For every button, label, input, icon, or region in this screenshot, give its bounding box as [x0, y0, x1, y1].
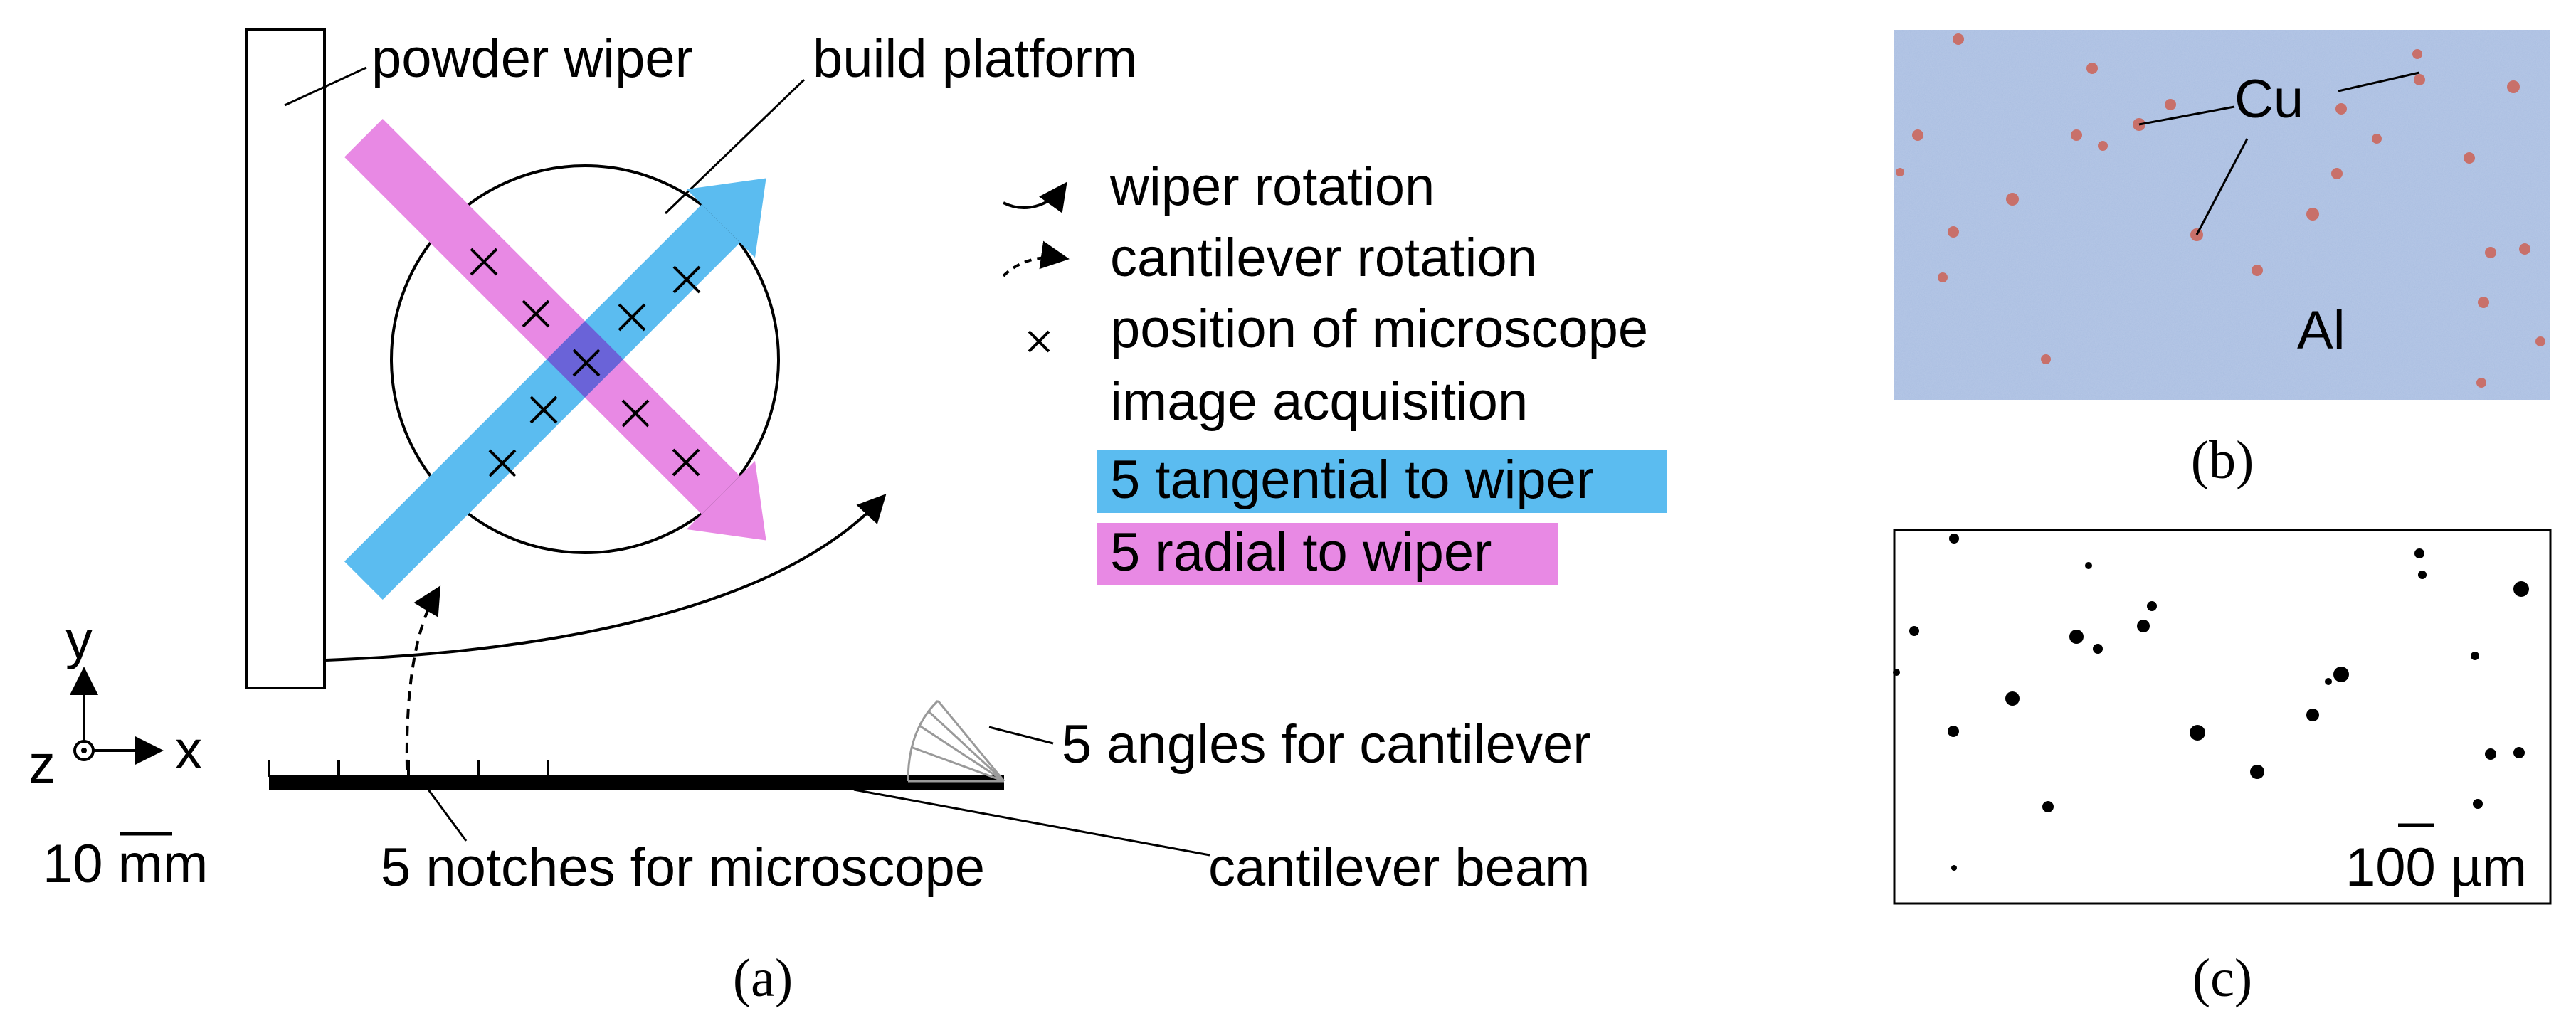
al-label: Al [2297, 300, 2345, 361]
microscope-positions [470, 248, 701, 477]
cantilever-angles-fan [907, 699, 1005, 783]
cantilever-beam [269, 775, 1004, 790]
position-marker [488, 449, 517, 477]
cantilever-beam-label: cantilever beam [1208, 837, 1590, 898]
legend-radial: 5 radial to wiper [1110, 522, 1492, 583]
legend-cantilever-rotation: cantilever rotation [1110, 228, 1537, 288]
cantilever-beam-leader [853, 788, 1210, 857]
scale-bar-100um-label: 100 µm [2345, 837, 2527, 898]
cu-particles [1896, 33, 2545, 388]
position-marker [672, 448, 700, 477]
build-platform-leader [664, 78, 806, 215]
wiper-rotation-icon [1003, 181, 1067, 213]
position-marker [572, 349, 601, 377]
position-marker [618, 303, 646, 332]
notches-leader [427, 789, 468, 842]
band-overlap [547, 321, 623, 398]
legend-position-line2: image acquisition [1110, 371, 1528, 432]
legend-tangential: 5 tangential to wiper [1110, 450, 1594, 510]
wiper-rotation-arrow [325, 494, 887, 662]
legend-position-line1: position of microscope [1110, 299, 1648, 359]
binary-particles [1893, 534, 2529, 871]
panel-b-caption: (b) [2191, 430, 2254, 490]
notches-label: 5 notches for microscope [381, 837, 985, 898]
powder-wiper-leader [284, 66, 367, 107]
build-platform-label: build platform [813, 28, 1137, 89]
panel-c-caption: (c) [2192, 948, 2252, 1008]
cu-leader [2338, 71, 2420, 92]
position-marker [522, 300, 550, 328]
position-icon [1028, 330, 1050, 353]
powder-wiper-rect [245, 28, 326, 689]
powder-wiper-label: powder wiper [371, 28, 693, 89]
axis-z-label: z [28, 734, 56, 795]
micrograph-b: Cu Al [1894, 30, 2550, 400]
notches [268, 760, 549, 777]
panel-a-caption: (a) [733, 948, 793, 1008]
tangential-band [344, 178, 766, 600]
micrograph-c [1893, 529, 2552, 905]
axis-y-label: y [65, 610, 93, 670]
cantilever-rotation-icon [1002, 240, 1070, 277]
cu-label: Cu [2234, 69, 2303, 129]
radial-band [344, 119, 766, 541]
panel-a: powder wiper build platform [28, 28, 1667, 1008]
legend-wiper-rotation: wiper rotation [1109, 157, 1435, 217]
legend: wiper rotation cantilever rotation posit… [1002, 157, 1667, 585]
position-marker [672, 265, 701, 294]
position-marker [529, 396, 558, 424]
axis-x-label: x [175, 720, 202, 780]
build-platform-circle [390, 164, 780, 554]
position-marker [621, 399, 650, 428]
cantilever-rotation-arrow [405, 585, 441, 770]
cu-leader [2138, 105, 2235, 126]
panel-c: 100 µm (c) [1893, 529, 2552, 1008]
legend-radial-swatch [1097, 523, 1558, 585]
angles-leader [988, 726, 1054, 745]
legend-tangential-swatch [1097, 450, 1667, 513]
cu-leader [2195, 138, 2249, 235]
position-marker [470, 248, 498, 276]
coordinate-system: y x z [28, 610, 202, 795]
scale-bar-10mm-label: 10 mm [43, 834, 208, 894]
panel-b: Cu Al (b) [1894, 30, 2550, 490]
angles-label: 5 angles for cantilever [1062, 714, 1591, 775]
